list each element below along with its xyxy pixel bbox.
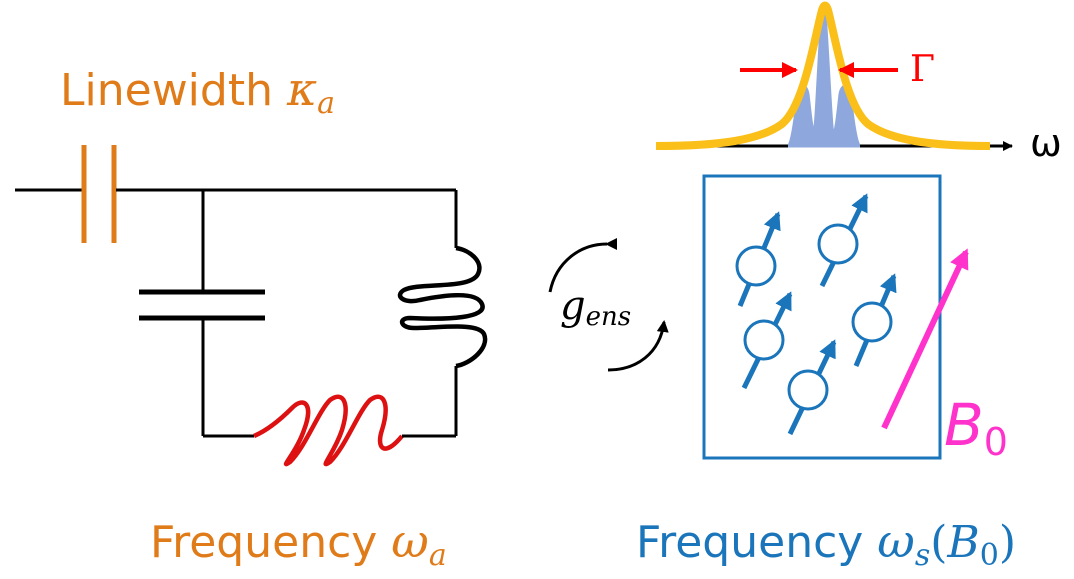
spin-5: [787, 339, 837, 436]
lorentzian-curve: [655, 1, 991, 150]
spin-1: [735, 211, 781, 307]
inductor-red: [253, 394, 404, 467]
spin-frequency-label: Frequency ωs(B0): [636, 514, 1016, 573]
gamma-label: Γ: [910, 49, 935, 90]
inductor-black: [397, 245, 488, 369]
linewidth-label: Linewidth κa: [60, 62, 336, 121]
inhomogeneous-line-shape: [786, 6, 862, 148]
resonator-frequency-label: Frequency ωa: [150, 514, 447, 573]
spin-4: [851, 273, 897, 367]
spin-2: [817, 193, 869, 288]
coupling-arrow-top-icon: [548, 237, 618, 293]
coupling-arrow-bottom-icon: [607, 320, 669, 372]
spin-ensemble-box: [702, 174, 942, 460]
magnetic-field-arrow: [881, 248, 969, 430]
spin-3: [741, 291, 793, 390]
field-label: B0: [944, 391, 1008, 464]
omega-axis-label: ω: [1030, 121, 1062, 165]
coupling-label: gens: [560, 283, 632, 332]
